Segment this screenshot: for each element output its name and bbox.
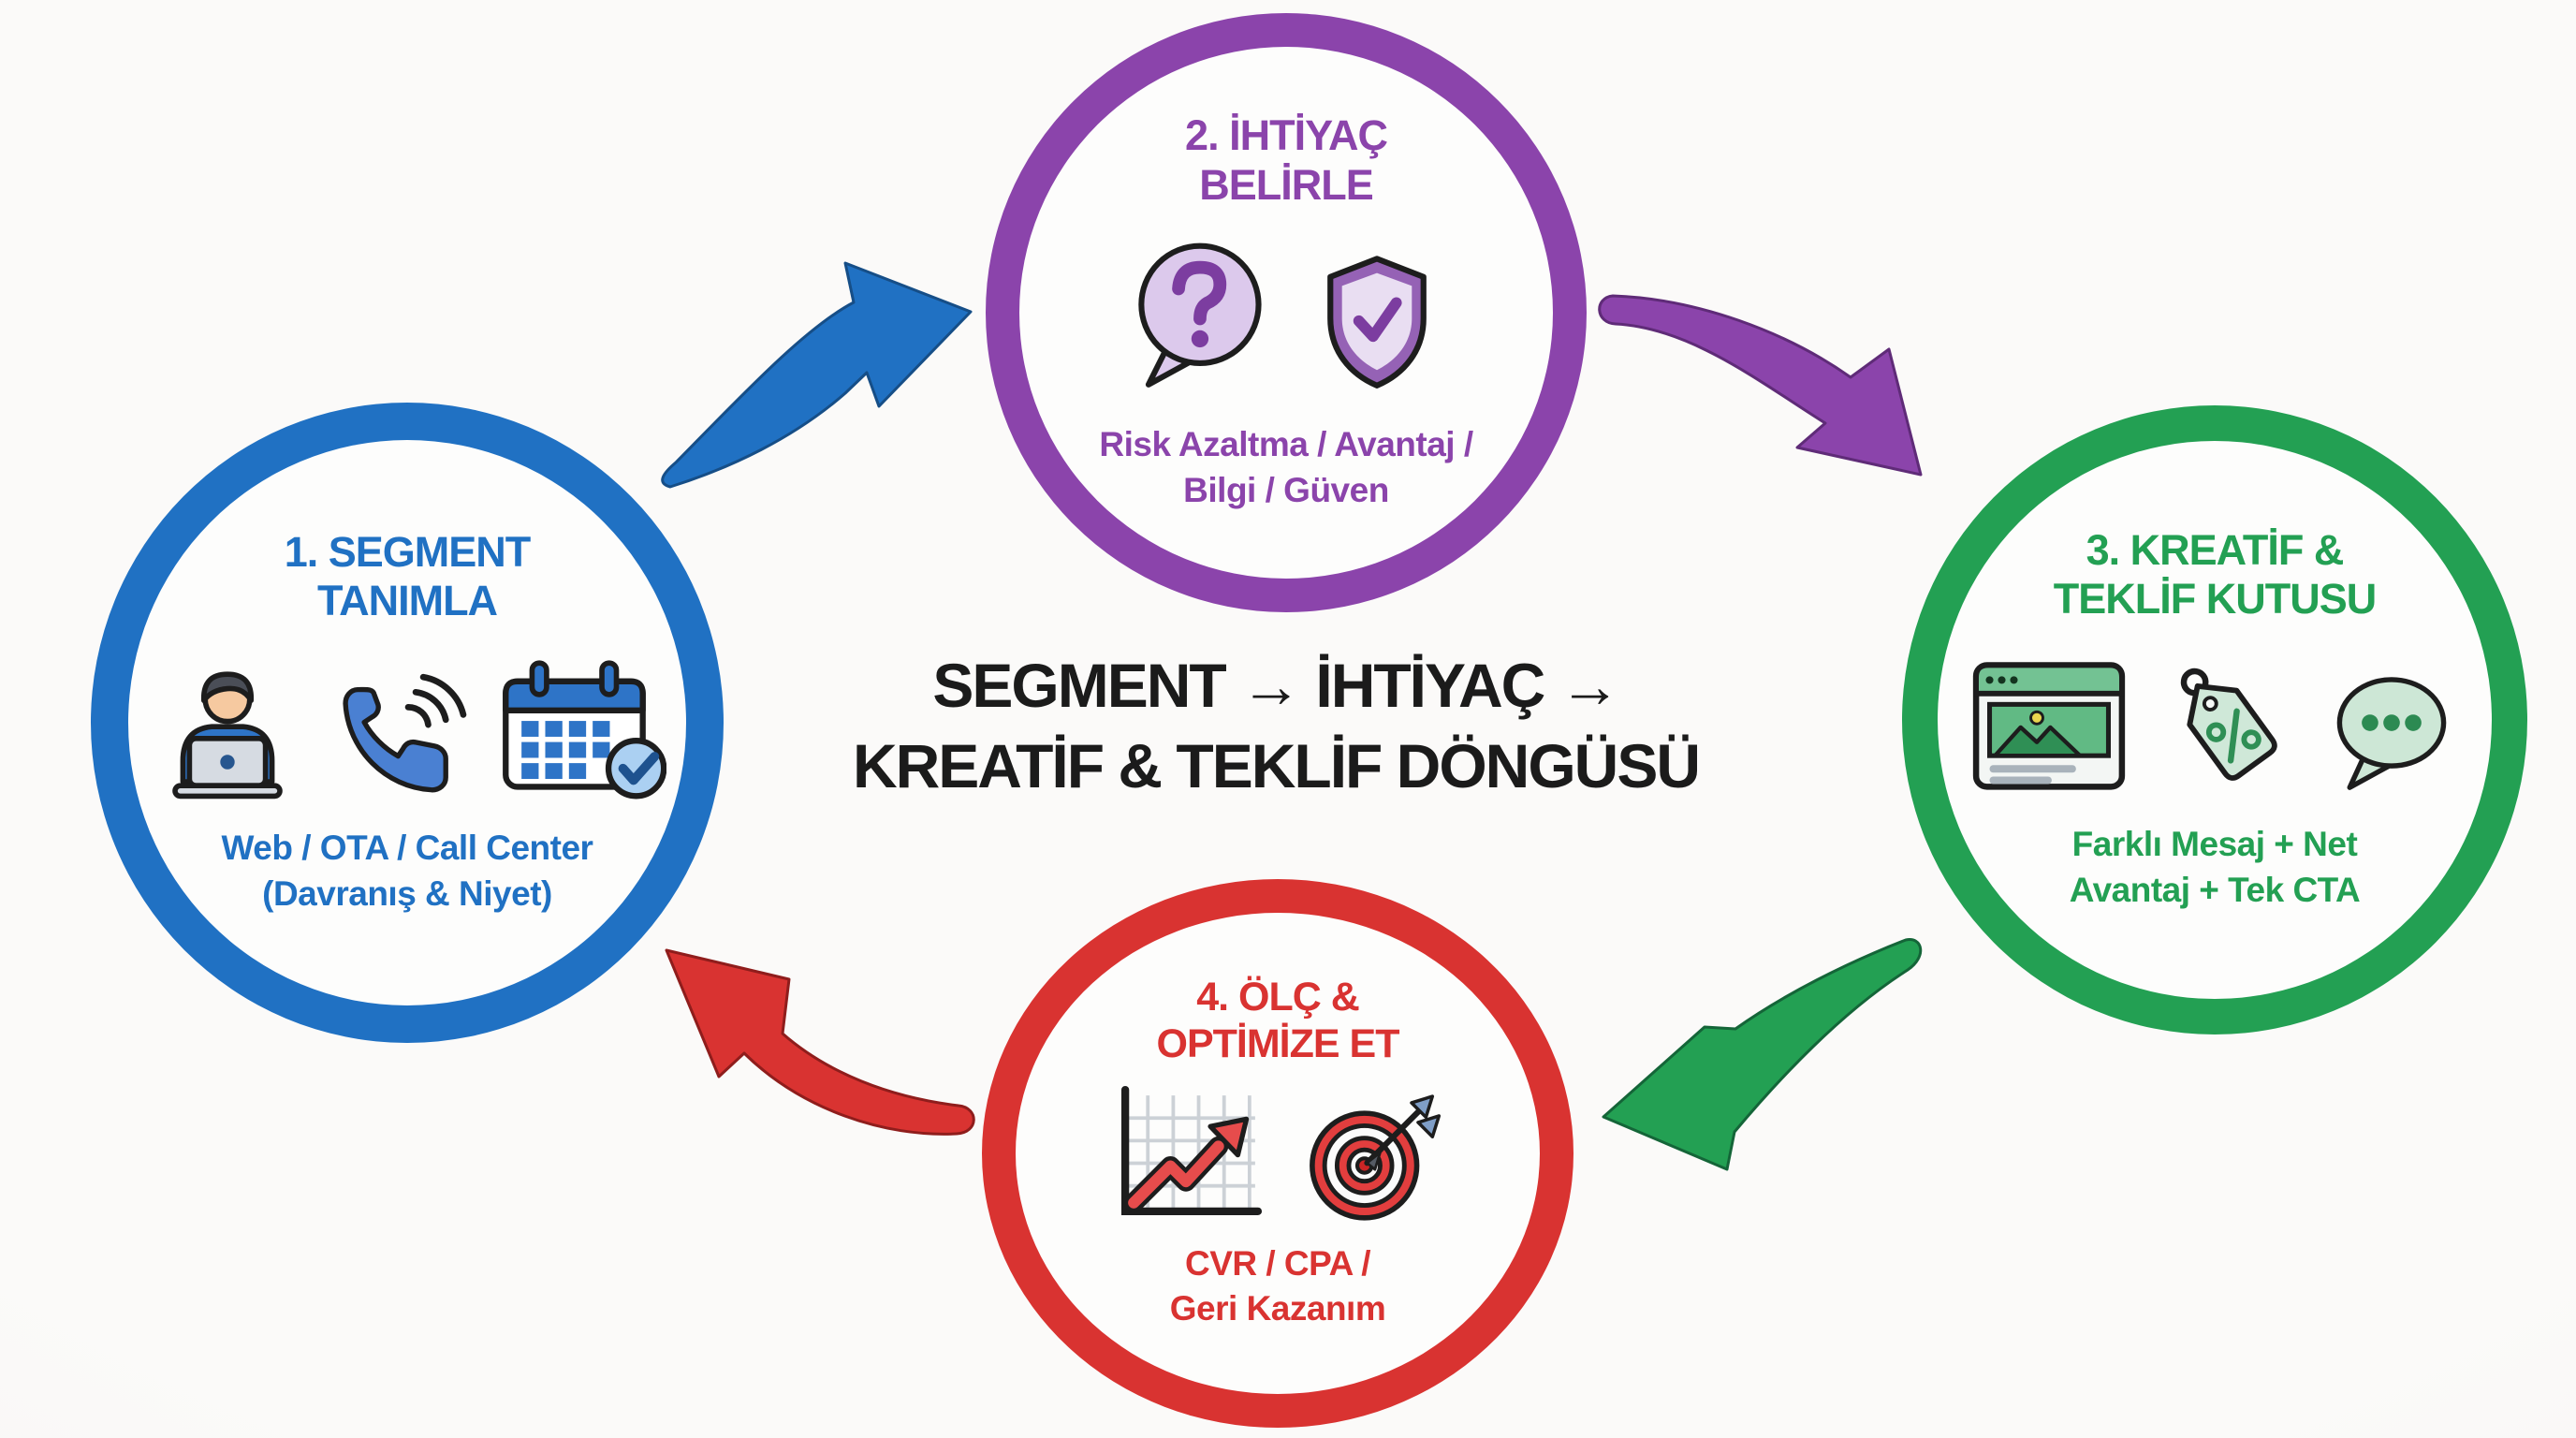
step-node-segment: 1. SEGMENT TANIMLA: [91, 403, 724, 1043]
target-dart-icon: [1309, 1093, 1441, 1221]
step-caption-line2: (Davranış & Niyet): [262, 874, 552, 914]
step-title: 2. İHTİYAÇ BELİRLE: [1185, 111, 1388, 209]
arrow-segment-to-ihtiyac: [661, 261, 973, 489]
cycle-title-line2: KREATİF & TEKLİF DÖNGÜSÜ: [852, 730, 1701, 800]
step-node-ihtiyac: 2. İHTİYAÇ BELİRLE Risk Azaltma / Avanta…: [986, 13, 1587, 612]
step-icons: [1967, 648, 2463, 798]
step-caption-line1: Web / OTA / Call Center: [221, 829, 593, 868]
step-title-line1: 2. İHTİYAÇ: [1185, 111, 1388, 160]
arrow-olc-to-segment: [665, 948, 975, 1136]
step-caption: Farklı Mesaj + Net Avantaj + Tek CTA: [2070, 822, 2361, 914]
step-caption-line2: Geri Kazanım: [1169, 1289, 1386, 1328]
step-icons: [1105, 1081, 1451, 1228]
step-caption-line1: Risk Azaltma / Avantaj /: [1099, 424, 1473, 463]
cycle-title-line1: SEGMENT → İHTİYAÇ →: [932, 651, 1620, 720]
step-title-line1: 1. SEGMENT: [284, 527, 532, 576]
question-bubble-icon: [1138, 242, 1262, 388]
browser-image-icon: [1972, 662, 2126, 790]
step-title: 3. KREATİF & TEKLİF KUTUSU: [2053, 525, 2377, 624]
step-caption: Web / OTA / Call Center (Davranış & Niye…: [222, 826, 593, 917]
step-node-olc: 4. ÖLÇ & OPTİMİZE ET: [982, 879, 1573, 1428]
cycle-title: SEGMENT → İHTİYAÇ → KREATİF & TEKLİF DÖN…: [852, 646, 1701, 807]
step-title-line2: TEKLİF KUTUSU: [2053, 575, 2377, 624]
price-tag-icon: [2180, 668, 2277, 782]
step-title-line2: TANIMLA: [316, 577, 498, 625]
step-node-kreatif: 3. KREATİF & TEKLİF KUTUSU: [1902, 405, 2527, 1034]
step-caption: CVR / CPA / Geri Kazanım: [1169, 1241, 1386, 1333]
growth-chart-icon: [1120, 1085, 1262, 1215]
chat-dots-icon: [2336, 677, 2447, 791]
step-title-line1: 4. ÖLÇ &: [1196, 974, 1360, 1020]
step-caption: Risk Azaltma / Avantaj / Bilgi / Güven: [1099, 422, 1473, 514]
step-caption-line1: CVR / CPA /: [1184, 1243, 1371, 1283]
step-caption-line2: Avantaj + Tek CTA: [2069, 871, 2361, 910]
arrow-ihtiyac-to-kreatif: [1598, 294, 1923, 477]
step-title-line1: 3. KREATİF &: [2086, 525, 2345, 574]
step-title: 4. ÖLÇ & OPTİMİZE ET: [1156, 974, 1400, 1068]
arrow-kreatif-to-olc: [1602, 938, 1923, 1171]
step-icons: [149, 650, 666, 801]
step-title-line2: OPTİMİZE ET: [1156, 1020, 1400, 1066]
step-caption-line1: Farklı Mesaj + Net: [2071, 825, 2358, 864]
step-icons: [1124, 236, 1448, 396]
person-laptop-icon: [171, 671, 283, 800]
phone-call-icon: [342, 674, 466, 793]
step-title-line2: BELİRLE: [1199, 160, 1374, 209]
step-title: 1. SEGMENT TANIMLA: [284, 527, 532, 625]
shield-check-icon: [1327, 256, 1427, 389]
step-caption-line2: Bilgi / Güven: [1183, 470, 1389, 509]
calendar-check-icon: [502, 660, 666, 800]
